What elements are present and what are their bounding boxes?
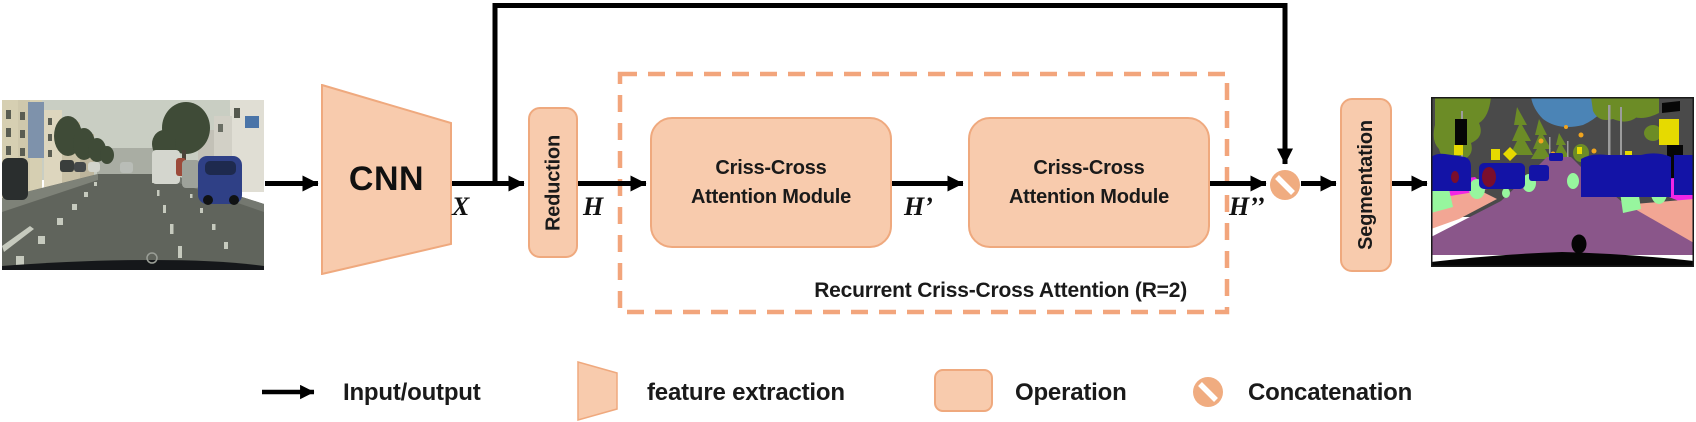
ccam2-line1: Criss-Cross bbox=[1033, 156, 1145, 179]
legend-label-concatenation: Concatenation bbox=[1248, 379, 1413, 406]
cnn-trapezoid-icon bbox=[321, 84, 452, 275]
criss-cross-attention-module-1: Criss-Cross Attention Module bbox=[650, 117, 892, 248]
legend-label-feature-extraction: feature extraction bbox=[647, 379, 845, 406]
ccam2-line2: Attention Module bbox=[1008, 185, 1170, 208]
legend-label-input-output: Input/output bbox=[343, 379, 481, 406]
segmentation-label: Segmentation bbox=[1354, 120, 1377, 250]
ccam1-line1: Criss-Cross bbox=[715, 156, 827, 179]
feature-label-h: H bbox=[583, 192, 604, 221]
segmentation-box bbox=[1340, 98, 1392, 272]
recurrent-box-caption: Recurrent Criss-Cross Attention (R=2) bbox=[814, 279, 1187, 302]
legend-rounded-rect-icon bbox=[934, 369, 993, 412]
reduction-box bbox=[528, 107, 578, 258]
concatenation-icon bbox=[1270, 170, 1300, 200]
ccam1-line2: Attention Module bbox=[690, 185, 852, 208]
reduction-label: Reduction bbox=[541, 134, 564, 231]
feature-label-h-prime: H’ bbox=[904, 192, 933, 221]
legend-label-operation: Operation bbox=[1015, 379, 1127, 406]
criss-cross-attention-module-2: Criss-Cross Attention Module bbox=[968, 117, 1210, 248]
legend-concatenation-icon bbox=[1193, 377, 1223, 407]
input-street-photo bbox=[2, 100, 264, 270]
feature-label-x: X bbox=[452, 192, 470, 221]
cnn-block: CNN bbox=[348, 160, 425, 198]
legend-trapezoid-icon bbox=[577, 361, 618, 421]
skip-connection-line bbox=[492, 3, 1294, 184]
feature-label-h-double-prime: H’’ bbox=[1229, 192, 1265, 221]
recurrent-dashed-box bbox=[617, 71, 1230, 315]
segmentation-output-map bbox=[1431, 97, 1694, 267]
